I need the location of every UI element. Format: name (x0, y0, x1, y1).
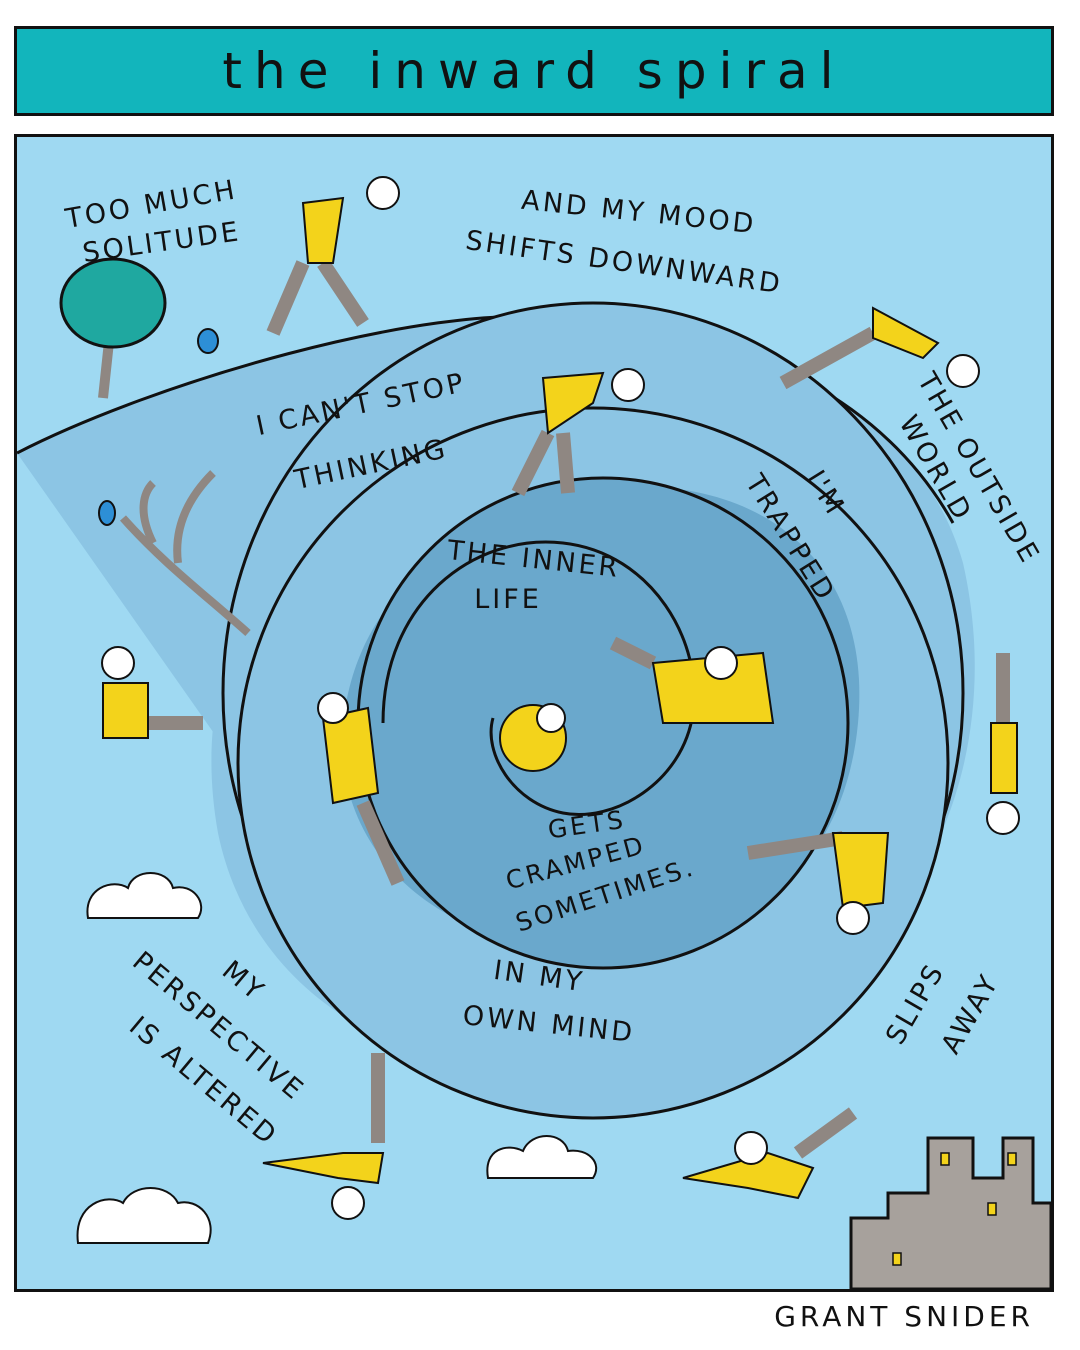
bird-icon (197, 328, 219, 354)
caption-line: LIFE (474, 584, 542, 615)
figure-walking-top (266, 176, 400, 336)
figure-falling-right (986, 653, 1020, 835)
tree-icon (59, 257, 167, 399)
comic-panel: TOO MUCH SOLITUDE AND MY MOOD SHIFTS DOW… (14, 134, 1054, 1292)
caption-mood-shifts: AND MY MOOD SHIFTS DOWNWARD (464, 185, 785, 300)
caption-slips-away: SLIPS AWAY (880, 958, 1006, 1060)
figure-lower-right (746, 831, 890, 935)
artist-credit: GRANT SNIDER (774, 1300, 1034, 1333)
caption-line: MY (216, 955, 271, 1008)
figure-walking-inner (511, 368, 645, 497)
figure-center-curled (499, 703, 567, 772)
caption-too-much-solitude: TOO MUCH SOLITUDE (62, 174, 243, 269)
comic-title: the inward spiral (222, 42, 846, 100)
cloud-icon (76, 872, 598, 1244)
comic-illustration: TOO MUCH SOLITUDE AND MY MOOD SHIFTS DOW… (17, 174, 1051, 1289)
figure-left-side (101, 646, 203, 739)
caption-line: AND MY MOOD (520, 185, 758, 241)
figure-inner-right (609, 636, 775, 724)
spiral-ground (17, 301, 975, 1120)
city-icon (849, 1136, 1051, 1289)
caption-perspective-altered: MY PERSPECTIVE IS ALTERED (123, 946, 310, 1153)
figure-upside-down-bottom (262, 1053, 385, 1220)
figure-bent-right (779, 306, 980, 390)
figure-flying-bottom-right (682, 1107, 858, 1200)
bare-tree-icon (98, 470, 251, 636)
title-banner: the inward spiral (14, 26, 1054, 116)
figure-inner-left (317, 692, 405, 886)
